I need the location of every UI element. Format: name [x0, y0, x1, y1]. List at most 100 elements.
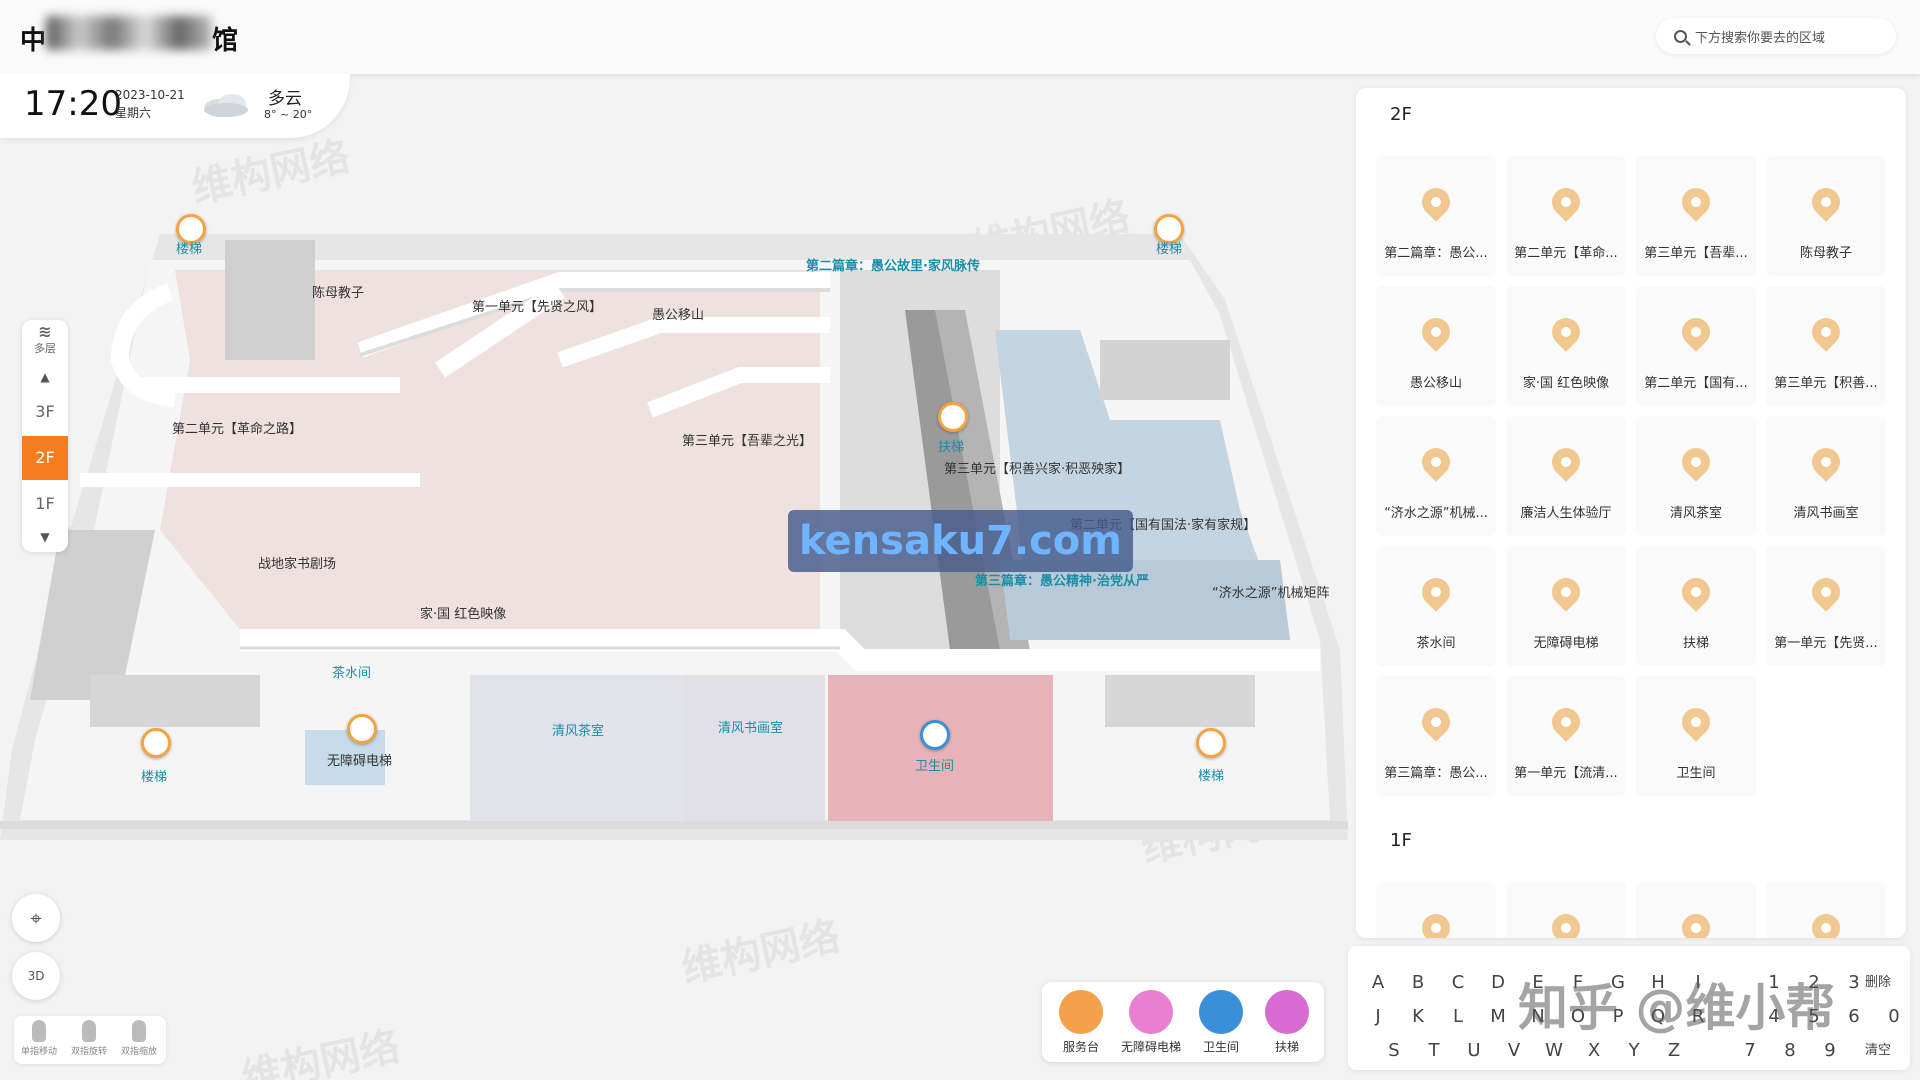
room-label[interactable]: 无障碍电梯	[327, 754, 393, 769]
search-bar[interactable]: 下方搜索你要去的区域	[1656, 18, 1896, 54]
room-label[interactable]: 陈母教子	[312, 286, 365, 301]
poi-card[interactable]: 陈母教子	[1766, 156, 1886, 276]
floor-2f-button[interactable]: 2F	[22, 436, 68, 480]
legend-service-desk[interactable]: 服务台	[1046, 990, 1116, 1055]
key-Y[interactable]: Y	[1628, 1040, 1640, 1061]
poi-card[interactable]: 第一单元【先贤...	[1766, 546, 1886, 666]
delete-key[interactable]: 删除	[1864, 975, 1891, 990]
key-C[interactable]: C	[1451, 972, 1465, 993]
poi-card[interactable]: 卫生间	[1636, 676, 1756, 796]
key-G[interactable]: G	[1611, 972, 1625, 993]
stairs-icon[interactable]	[141, 728, 171, 758]
location-pin-icon	[1546, 702, 1586, 742]
legend-restroom[interactable]: 卫生间	[1186, 990, 1256, 1055]
poi-card[interactable]: 无障碍电梯	[1506, 546, 1626, 666]
key-Z[interactable]: Z	[1667, 1040, 1681, 1061]
room-label[interactable]: 家·国 红色映像	[420, 607, 507, 622]
mode-3d-button[interactable]: 3D	[12, 952, 60, 1000]
floor-3f-button[interactable]: 3F	[35, 402, 55, 421]
key-F[interactable]: F	[1572, 972, 1584, 993]
poi-card[interactable]: 第二单元【国有...	[1636, 286, 1756, 406]
poi-card[interactable]: 第三单元【积善...	[1766, 286, 1886, 406]
poi-card[interactable]: 第二单元【革命...	[1506, 156, 1626, 276]
legend-escalator[interactable]: 扶梯	[1252, 990, 1322, 1055]
poi-card[interactable]	[1376, 882, 1496, 938]
key-J[interactable]: J	[1375, 1006, 1381, 1027]
key-8[interactable]: 8	[1784, 1040, 1796, 1061]
key-U[interactable]: U	[1467, 1040, 1481, 1061]
key-9[interactable]: 9	[1824, 1040, 1836, 1061]
key-2[interactable]: 2	[1808, 972, 1820, 993]
poi-card[interactable]	[1766, 882, 1886, 938]
poi-card[interactable]: 家·国 红色映像	[1506, 286, 1626, 406]
key-M[interactable]: M	[1490, 1006, 1506, 1027]
poi-card[interactable]: 清风书画室	[1766, 416, 1886, 536]
key-H[interactable]: H	[1651, 972, 1665, 993]
key-O[interactable]: O	[1570, 1006, 1586, 1027]
poi-card[interactable]: 清风茶室	[1636, 416, 1756, 536]
poi-card[interactable]: 第三单元【吾辈...	[1636, 156, 1756, 276]
key-N[interactable]: N	[1531, 1006, 1545, 1027]
floor-up-icon[interactable]: ▲	[40, 370, 50, 384]
key-R[interactable]: R	[1691, 1006, 1705, 1027]
room-label[interactable]: 第三单元【积善兴家·积恶殃家】	[944, 462, 1131, 477]
room-label[interactable]: “济水之源”机械矩阵	[1212, 586, 1330, 601]
indoor-map[interactable]: 楼梯 楼梯 楼梯 楼梯 扶梯 陈母教子 第二篇章：愚公故里·家风脉传 第一单元【…	[0, 214, 1350, 840]
stairs-icon[interactable]	[1154, 214, 1184, 244]
key-B[interactable]: B	[1411, 972, 1425, 993]
room-label[interactable]: 卫生间	[915, 759, 955, 774]
poi-card[interactable]: 廉洁人生体验厅	[1506, 416, 1626, 536]
key-S[interactable]: S	[1388, 1040, 1400, 1061]
room-label[interactable]: 第三单元【吾辈之光】	[682, 434, 813, 449]
poi-card[interactable]	[1636, 882, 1756, 938]
poi-card[interactable]: 第三篇章：愚公...	[1376, 676, 1496, 796]
key-X[interactable]: X	[1587, 1040, 1601, 1061]
watermark: 维构网络	[237, 1023, 404, 1080]
room-label[interactable]: 第一单元【先贤之风】	[472, 300, 603, 315]
key-W[interactable]: W	[1545, 1040, 1563, 1061]
escalator-icon[interactable]	[938, 402, 968, 432]
room-label[interactable]: 战地家书剧场	[258, 557, 337, 572]
key-E[interactable]: E	[1532, 972, 1544, 993]
poi-card[interactable]: 扶梯	[1636, 546, 1756, 666]
key-Q[interactable]: Q	[1650, 1006, 1666, 1027]
key-P[interactable]: P	[1612, 1006, 1624, 1027]
stairs-icon[interactable]	[1196, 728, 1226, 758]
poi-card[interactable]: “济水之源”机械...	[1376, 416, 1496, 536]
clear-key[interactable]: 清空	[1864, 1043, 1891, 1058]
poi-card[interactable]: 第二篇章：愚公...	[1376, 156, 1496, 276]
layers-button[interactable]: ≋多层	[22, 324, 68, 356]
key-V[interactable]: V	[1507, 1040, 1521, 1061]
key-3[interactable]: 3	[1848, 972, 1860, 993]
elevator-icon[interactable]	[347, 714, 377, 744]
legend-elevator[interactable]: 无障碍电梯	[1116, 990, 1186, 1055]
restroom-icon[interactable]	[920, 720, 950, 750]
key-T[interactable]: T	[1428, 1040, 1440, 1061]
poi-card[interactable]: 愚公移山	[1376, 286, 1496, 406]
poi-card[interactable]: 茶水间	[1376, 546, 1496, 666]
key-I[interactable]: I	[1695, 972, 1701, 993]
room-label[interactable]: 清风茶室	[552, 724, 605, 739]
floor-down-icon[interactable]: ▼	[40, 530, 50, 544]
room-label[interactable]: 茶水间	[332, 666, 372, 681]
key-5[interactable]: 5	[1808, 1006, 1820, 1027]
room-label[interactable]: 愚公移山	[652, 308, 705, 323]
key-D[interactable]: D	[1491, 972, 1505, 993]
poi-card[interactable]	[1506, 882, 1626, 938]
key-L[interactable]: L	[1452, 1006, 1464, 1027]
key-1[interactable]: 1	[1768, 972, 1780, 993]
key-4[interactable]: 4	[1768, 1006, 1780, 1027]
zone-label[interactable]: 第二篇章：愚公故里·家风脉传	[806, 259, 980, 274]
locate-icon[interactable]: ⌖	[12, 894, 60, 942]
key-K[interactable]: K	[1412, 1006, 1424, 1027]
floor-1f-button[interactable]: 1F	[35, 494, 55, 513]
poi-card[interactable]: 第一单元【流清...	[1506, 676, 1626, 796]
key-7[interactable]: 7	[1744, 1040, 1756, 1061]
key-6[interactable]: 6	[1848, 1006, 1860, 1027]
room-label[interactable]: 清风书画室	[718, 721, 784, 736]
room-label[interactable]: 第二单元【革命之路】	[172, 422, 303, 437]
key-0[interactable]: 0	[1888, 1006, 1900, 1027]
zone-label[interactable]: 第三篇章：愚公精神·治党从严	[975, 574, 1149, 589]
key-A[interactable]: A	[1371, 972, 1385, 993]
stairs-icon[interactable]	[176, 214, 206, 244]
